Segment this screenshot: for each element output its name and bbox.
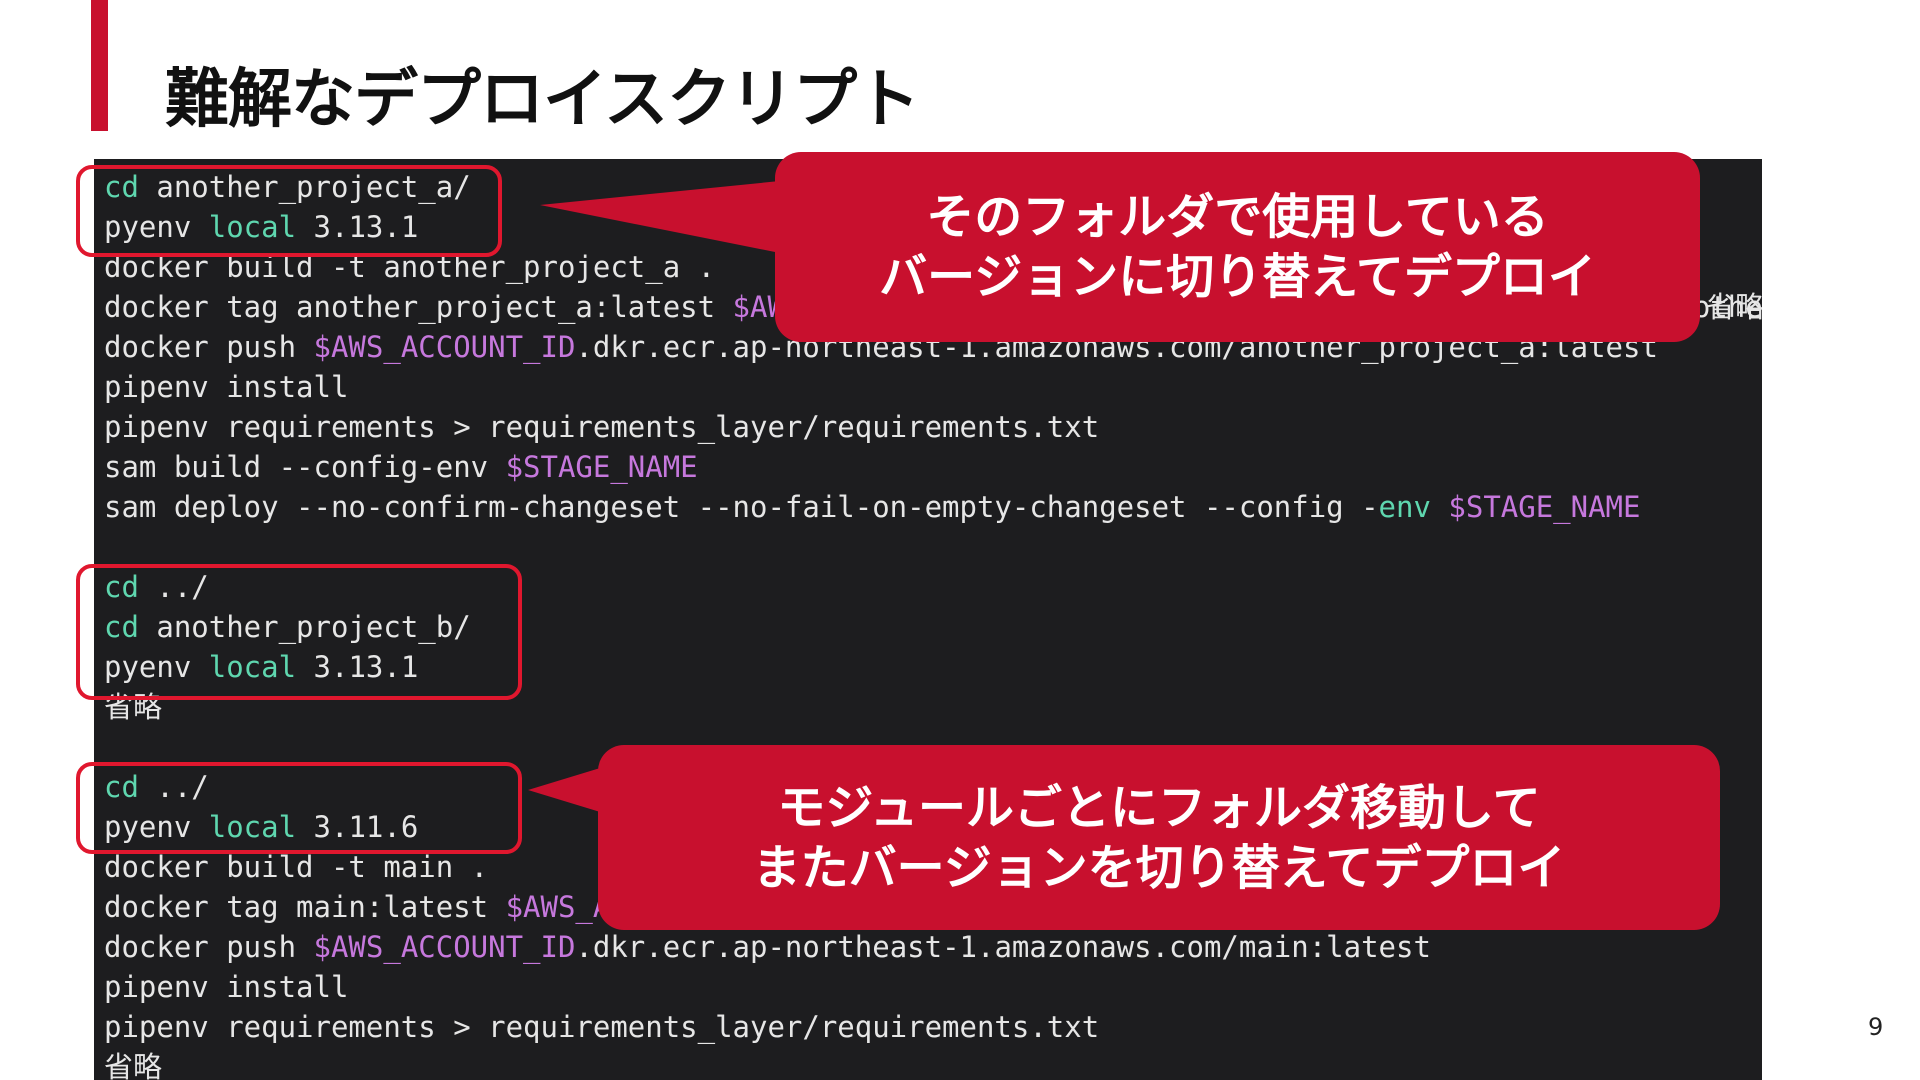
code-text: pipenv requirements > requirements_layer… — [104, 410, 1100, 444]
code-text: pyenv — [104, 210, 209, 244]
callout-bottom-line2: またバージョンを切り替えてデプロイ — [752, 839, 1566, 896]
code-text: 省略 — [104, 690, 163, 724]
code-text: 3.13.1 — [296, 650, 419, 684]
code-variable: $AWS_ACCOUNT_ID — [313, 330, 576, 364]
code-keyword: cd — [104, 570, 139, 604]
code-text: another_project_a/ — [138, 170, 471, 204]
callout-top: そのフォルダで使用している バージョンに切り替えてデプロイ — [775, 152, 1700, 342]
code-keyword: cd — [104, 770, 139, 804]
code-line: pyenv local 3.11.6 — [104, 807, 418, 847]
code-text: docker tag main:latest — [104, 890, 506, 924]
code-text: docker push — [104, 330, 314, 364]
slide-title: 難解なデプロイスクリプト — [165, 63, 920, 137]
code-text: sam build --config-env — [104, 450, 506, 484]
callout-top-line2: バージョンに切り替えてデプロイ — [879, 249, 1596, 305]
highlight-box-project-b — [76, 564, 522, 700]
code-line: sam build --config-env $STAGE_NAME — [104, 447, 698, 487]
code-line: 省略 — [104, 1047, 162, 1080]
code-text: ../ — [138, 570, 209, 604]
code-line: cd another_project_a/ — [104, 167, 471, 207]
code-keyword: local — [208, 650, 297, 684]
code-line: cd ../ — [104, 567, 209, 607]
code-text: docker tag another_project_a:latest — [104, 290, 733, 324]
highlight-box-project-a — [76, 165, 502, 257]
code-text: pyenv — [104, 810, 209, 844]
code-text: another_project_b/ — [138, 610, 471, 644]
code-line: cd another_project_b/ — [104, 607, 471, 647]
code-line: pipenv install — [104, 967, 348, 1007]
code-text: 3.13.1 — [296, 210, 419, 244]
code-line-trailing: 省略 — [1706, 290, 1762, 324]
page-number: 9 — [1868, 1013, 1884, 1041]
code-keyword: cd — [104, 170, 139, 204]
code-text: .dkr.ecr.ap-northeast-1.amazonaws.com/ma… — [575, 930, 1431, 964]
code-line: 省略 — [104, 687, 162, 727]
callout-bottom: モジュールごとにフォルダ移動して またバージョンを切り替えてデプロイ — [598, 745, 1720, 930]
code-text: docker build -t main . — [104, 850, 489, 884]
code-text: 3.11.6 — [296, 810, 419, 844]
code-line: pyenv local 3.13.1 — [104, 647, 418, 687]
callout-bottom-line1: モジュールごとにフォルダ移動して — [777, 779, 1541, 836]
code-text: ../ — [138, 770, 209, 804]
code-line: sam deploy --no-confirm-changeset --no-f… — [104, 487, 1640, 527]
code-variable: $STAGE_NAME — [505, 450, 698, 484]
code-text: sam deploy --no-confirm-changeset --no-f… — [104, 490, 1379, 524]
code-text: pipenv install — [104, 370, 349, 404]
code-keyword: env — [1378, 490, 1431, 524]
callout-top-line1: そのフォルダで使用している — [926, 189, 1549, 245]
highlight-box-main — [76, 762, 522, 854]
code-line: pyenv local 3.13.1 — [104, 207, 418, 247]
code-keyword: local — [208, 210, 297, 244]
code-line: docker build -t main . — [104, 847, 488, 887]
code-keyword: local — [208, 810, 297, 844]
code-text: docker push — [104, 930, 314, 964]
title-accent-bar — [91, 0, 108, 131]
code-variable: $AWS_ACCOUNT_ID — [313, 930, 576, 964]
code-text: pipenv install — [104, 970, 349, 1004]
code-line: pipenv requirements > requirements_layer… — [104, 1007, 1099, 1047]
code-text: pipenv requirements > requirements_layer… — [104, 1010, 1100, 1044]
code-line: docker push $AWS_ACCOUNT_ID.dkr.ecr.ap-n… — [104, 927, 1431, 967]
code-text: 省略 — [104, 1050, 163, 1080]
code-line: cd ../ — [104, 767, 209, 807]
code-text: pyenv — [104, 650, 209, 684]
code-variable: $STAGE_NAME — [1430, 490, 1641, 524]
code-keyword: cd — [104, 610, 139, 644]
code-line: pipenv requirements > requirements_layer… — [104, 407, 1099, 447]
code-line: pipenv install — [104, 367, 348, 407]
